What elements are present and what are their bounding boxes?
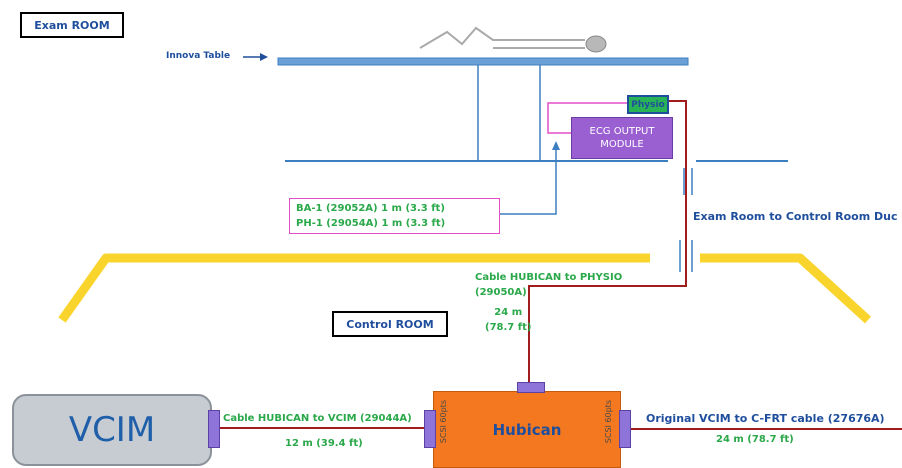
cable-physio-feet: (78.7 ft) — [485, 320, 531, 335]
ph1-cable-label: PH-1 (29054A) 1 m (3.3 ft) — [296, 216, 493, 231]
cable-cfrt-length: 24 m (78.7 ft) — [716, 434, 794, 445]
patient-head — [586, 36, 606, 52]
hubican-port-right — [619, 410, 631, 448]
ba1-connector — [500, 148, 556, 214]
scsi-right-label: SCSI 60pts — [604, 400, 613, 443]
innova-table-label: Innova Table — [166, 51, 230, 61]
vcim-port — [208, 410, 220, 448]
innova-table-top — [278, 58, 688, 65]
cable-vcim-length: 12 m (39.4 ft) — [285, 438, 363, 449]
ecg-label-line1: ECG OUTPUT — [590, 125, 655, 138]
hubican-port-top — [517, 382, 545, 393]
ba1-cable-label: BA-1 (29052A) 1 m (3.3 ft) — [296, 201, 493, 216]
hubican-module: Hubican — [433, 391, 621, 468]
ecg-label-line2: MODULE — [600, 138, 643, 151]
patient-figure — [420, 28, 585, 48]
cable-physio-title: Cable HUBICAN to PHYSIO — [475, 270, 622, 285]
control-room-label: Control ROOM — [332, 311, 448, 337]
cable-cfrt-title: Original VCIM to C-FRT cable (27676A) — [646, 412, 885, 425]
ecg-output-module: ECG OUTPUT MODULE — [571, 117, 673, 159]
ba1-ph1-cable-box: BA-1 (29052A) 1 m (3.3 ft) PH-1 (29054A)… — [289, 198, 500, 234]
cable-physio-part: (29050A) — [475, 285, 622, 300]
room-wall-right — [700, 258, 868, 320]
cable-physio-label: Cable HUBICAN to PHYSIO (29050A) — [475, 270, 622, 300]
cable-vcim-title: Cable HUBICAN to VCIM (29044A) — [223, 413, 412, 424]
exam-room-label: Exam ROOM — [20, 12, 124, 38]
vcim-module: VCIM — [12, 394, 212, 466]
cable-physio-length: 24 m (78.7 ft) — [485, 305, 531, 335]
physio-module: Physio — [627, 95, 669, 114]
hubican-port-left — [424, 410, 436, 448]
scsi-left-label: SCSI 60pts — [439, 400, 448, 443]
cable-physio-meters: 24 m — [485, 305, 531, 320]
duct-label: Exam Room to Control Room Duc — [693, 210, 898, 223]
